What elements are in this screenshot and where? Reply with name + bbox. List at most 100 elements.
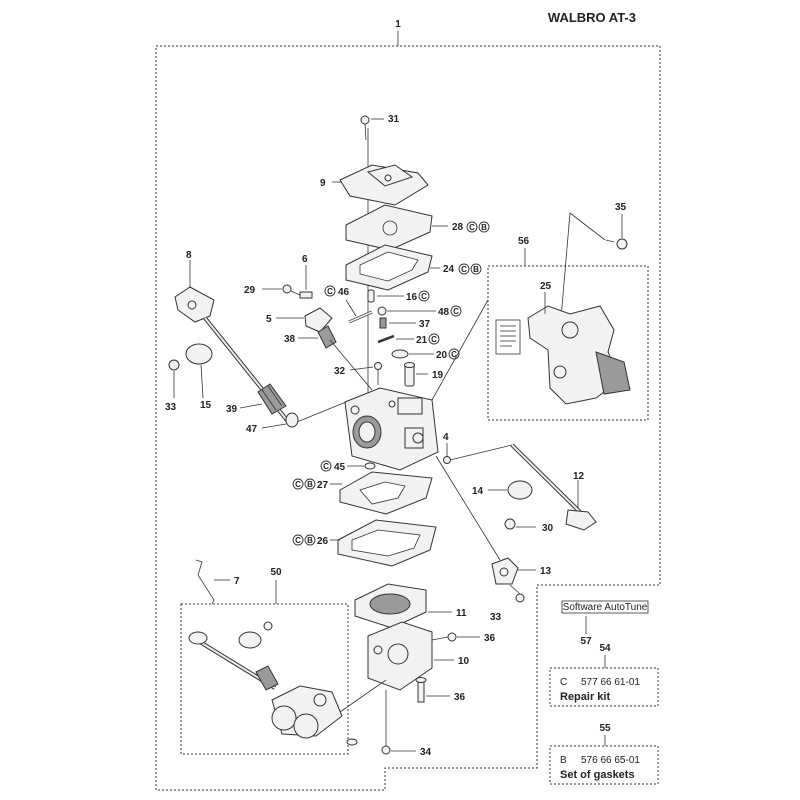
label-19: 19 xyxy=(432,370,444,381)
part-24-gasket xyxy=(345,244,433,291)
label-25: 25 xyxy=(540,281,552,292)
part-10-pump-body xyxy=(367,621,433,691)
part-21-pin xyxy=(377,334,395,344)
label-29: 29 xyxy=(244,285,256,296)
kit-mark-c: C xyxy=(295,480,301,489)
part-50-throttle-assembly xyxy=(188,621,358,746)
part-45-screen xyxy=(364,462,376,470)
kit-mark-c: C xyxy=(421,292,427,301)
gasket-set-number: 576 66 65-01 xyxy=(581,755,640,766)
label-55: 55 xyxy=(599,723,611,734)
part-7-rod xyxy=(195,559,215,605)
label-33-left: 33 xyxy=(165,402,177,413)
label-16: 16 xyxy=(406,292,418,303)
label-assembly: 1 xyxy=(395,19,401,30)
label-56: 56 xyxy=(518,236,530,247)
label-33-right: 33 xyxy=(490,612,502,623)
kit-mark-c: C xyxy=(323,462,329,471)
label-20: 20 xyxy=(436,350,448,361)
repair-kit-name: Repair kit xyxy=(560,691,610,703)
label-9: 9 xyxy=(320,178,326,189)
label-50: 50 xyxy=(270,567,282,578)
part-5-lever xyxy=(304,307,333,333)
gasket-set-box xyxy=(549,745,659,785)
label-21: 21 xyxy=(416,335,428,346)
part-25-autotune-module xyxy=(495,305,631,405)
part-47-washer xyxy=(285,412,299,428)
kit-mark-c: C xyxy=(461,265,467,274)
label-32: 32 xyxy=(334,366,346,377)
part-19-fuel-fitting xyxy=(404,362,415,387)
repair-kit-code: C xyxy=(560,677,567,688)
label-13: 13 xyxy=(540,566,552,577)
label-10: 10 xyxy=(458,656,470,667)
part-34-screw xyxy=(381,690,391,755)
part-30-screw xyxy=(504,518,516,530)
throttle-assembly-box xyxy=(180,603,349,755)
label-7: 7 xyxy=(234,576,240,587)
label-27: 27 xyxy=(317,480,329,491)
label-48: 48 xyxy=(438,307,450,318)
label-57: 57 xyxy=(580,636,592,647)
part-carburetor-body xyxy=(344,387,439,471)
part-27-gasket xyxy=(339,471,433,515)
label-8: 8 xyxy=(186,250,192,261)
label-34: 34 xyxy=(420,747,432,758)
part-35-screw xyxy=(605,238,628,250)
part-28-diaphragm xyxy=(345,204,433,251)
kit-mark-c: C xyxy=(327,287,333,296)
label-4: 4 xyxy=(443,432,449,443)
label-24: 24 xyxy=(443,264,455,275)
part-13-lever xyxy=(491,557,519,585)
label-26: 26 xyxy=(317,536,329,547)
label-15: 15 xyxy=(200,400,212,411)
kit-mark-c: C xyxy=(469,223,475,232)
kit-mark-c: C xyxy=(453,307,459,316)
kit-mark-b: B xyxy=(307,480,313,489)
kit-mark-b: B xyxy=(473,265,479,274)
part-15-choke-valve xyxy=(185,343,213,365)
part-33-screw-left xyxy=(168,359,180,371)
part-16-needle xyxy=(367,289,375,303)
label-46: 46 xyxy=(338,287,350,298)
part-33-screw-right xyxy=(515,593,525,603)
part-12-throttle-lever xyxy=(565,509,597,531)
label-35: 35 xyxy=(615,202,627,213)
kit-mark-c: C xyxy=(295,536,301,545)
label-54: 54 xyxy=(599,643,611,654)
label-36-bottom: 36 xyxy=(454,692,466,703)
label-47: 47 xyxy=(246,424,258,435)
label-37: 37 xyxy=(419,319,431,330)
gasket-set-code: B xyxy=(560,755,567,766)
part-6-clip xyxy=(299,291,313,299)
part-29-screw xyxy=(282,284,301,296)
part-26-gasket xyxy=(337,519,437,567)
part-32-screw xyxy=(374,362,382,385)
kit-mark-c: C xyxy=(451,350,457,359)
kit-mark-b: B xyxy=(481,223,487,232)
gasket-set-name: Set of gaskets xyxy=(560,769,635,781)
software-box xyxy=(561,600,649,614)
part-39-spring xyxy=(257,383,287,415)
label-5: 5 xyxy=(266,314,272,325)
autotune-module-box xyxy=(487,265,649,421)
part-14-throttle-valve xyxy=(507,480,533,500)
label-36-top: 36 xyxy=(484,633,496,644)
part-8-choke-lever xyxy=(174,286,215,323)
diagram-title: WALBRO AT-3 xyxy=(548,10,636,25)
part-48-lever xyxy=(377,306,387,316)
software-label: Software AutoTune xyxy=(563,602,648,613)
label-45: 45 xyxy=(334,462,346,473)
part-37-spring xyxy=(379,317,387,329)
part-38-spring xyxy=(317,325,337,349)
label-6: 6 xyxy=(302,254,308,265)
kit-mark-b: B xyxy=(307,536,313,545)
part-46-pin xyxy=(348,310,373,324)
part-11-metering-cover xyxy=(354,583,427,629)
label-39: 39 xyxy=(226,404,238,415)
part-36-screw-bottom xyxy=(415,677,427,703)
label-38: 38 xyxy=(284,334,296,345)
label-30: 30 xyxy=(542,523,554,534)
part-9-pump-cover xyxy=(339,164,429,206)
